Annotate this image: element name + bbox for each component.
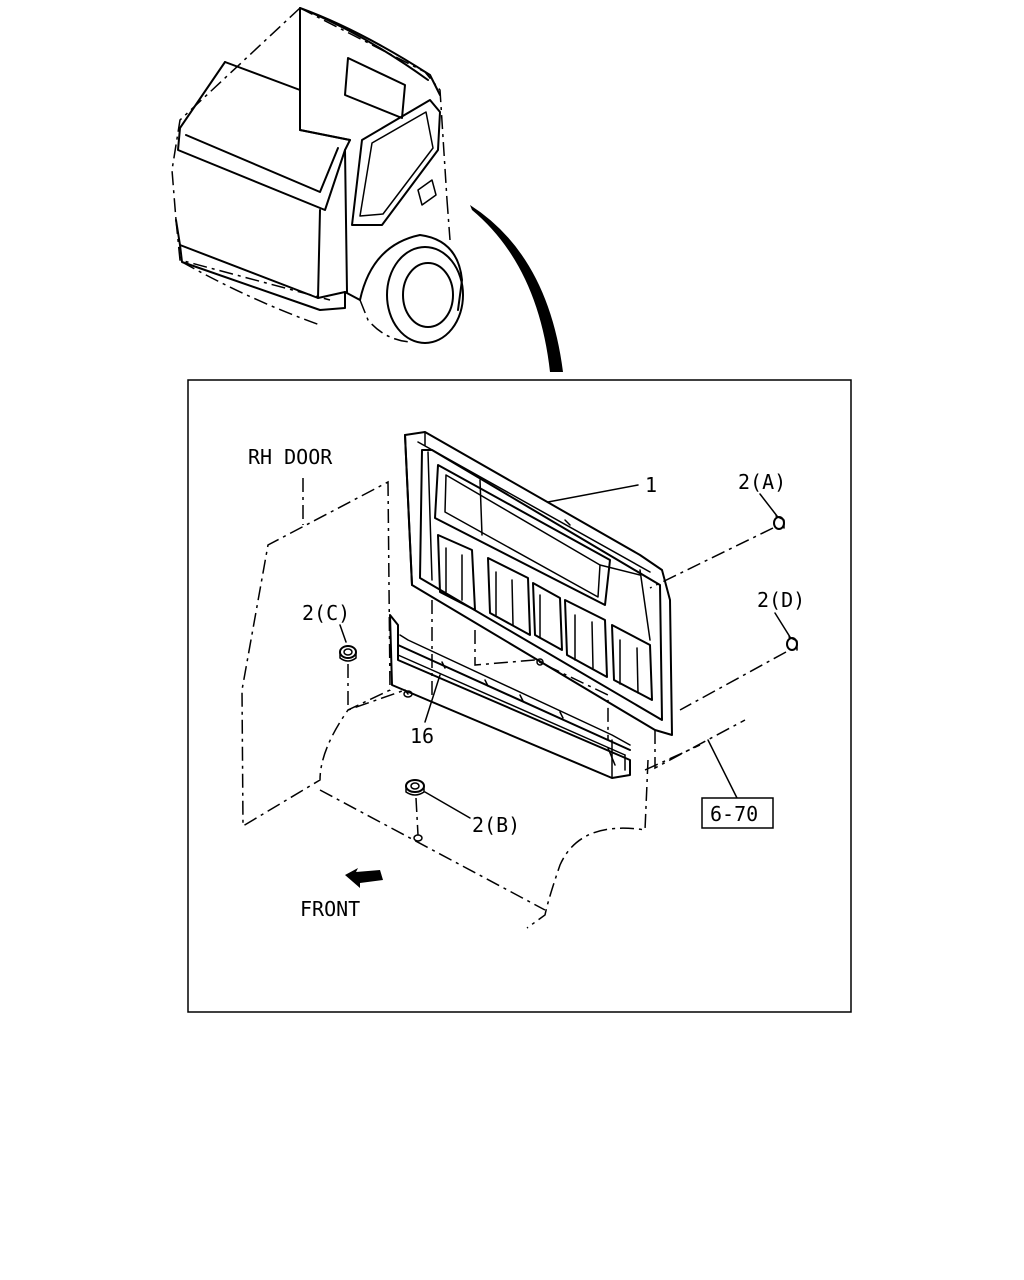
floor-outline: [319, 600, 746, 929]
detail-frame: [187, 379, 852, 1013]
label-part-2d: 2(D): [757, 588, 805, 612]
label-ref-6-70: 6-70: [710, 802, 758, 826]
truck-cab-overview: [171, 7, 464, 344]
back-panel: [404, 431, 673, 736]
reference-box-6-70: 6-70: [701, 797, 774, 829]
floor-sill: [389, 614, 631, 779]
leader-2b: [424, 791, 471, 819]
front-arrow-icon: [345, 868, 383, 888]
label-part-2c: 2(C): [302, 601, 350, 625]
label-part-2b: 2(B): [472, 813, 520, 837]
label-rh-door: RH DOOR: [248, 445, 333, 469]
clip-2d: [679, 636, 798, 711]
grommet-2c: [339, 645, 413, 712]
panel-ribs: [437, 534, 653, 701]
label-part-1: 1: [645, 473, 657, 497]
label-part-2a: 2(A): [738, 470, 786, 494]
leader-1: [547, 484, 639, 503]
leader-16: [424, 674, 441, 723]
leader-2a: [759, 493, 778, 517]
grommet-2b: [405, 779, 425, 842]
clip-2a: [649, 515, 785, 589]
label-front: FRONT: [300, 897, 360, 921]
leader-6-70: [707, 739, 739, 801]
leader-2d: [774, 612, 791, 638]
label-part-16: 16: [410, 724, 434, 748]
rh-door-outline: [241, 478, 391, 828]
callout-swoosh: [470, 205, 563, 372]
leader-2c: [339, 624, 347, 643]
